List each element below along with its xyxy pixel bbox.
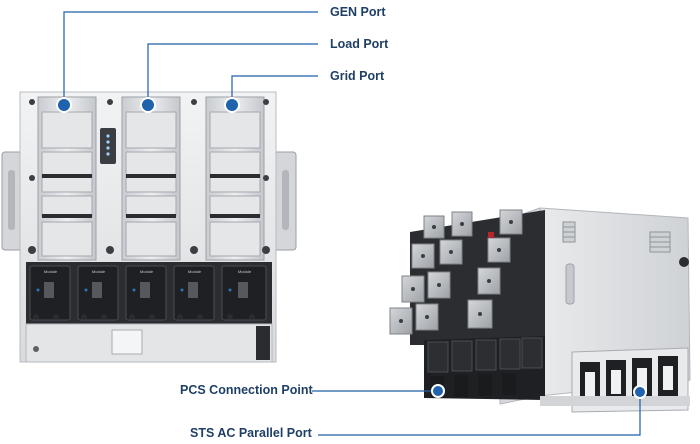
- sts-parallel-leader: [318, 392, 641, 436]
- gen-column: [37, 96, 97, 261]
- module-label: Module: [44, 269, 58, 274]
- gen-port-label: GEN Port: [330, 5, 386, 19]
- module-label: Module: [92, 269, 106, 274]
- pcs-connection-marker: [431, 384, 445, 398]
- grid-port-leader: [231, 75, 318, 105]
- module-label: Module: [188, 269, 202, 274]
- grid-port-label: Grid Port: [330, 69, 385, 83]
- gen-port-leader: [63, 11, 318, 105]
- load-port-marker: [140, 97, 156, 113]
- load-port-leader: [147, 43, 318, 105]
- grid-port-marker: [224, 97, 240, 113]
- load-column: [121, 96, 181, 261]
- module-label: Module: [140, 269, 154, 274]
- pcs-connection-point-label: PCS Connection Point: [180, 383, 313, 397]
- breaker-modules: [29, 265, 267, 321]
- sts-parallel-marker: [633, 385, 647, 399]
- load-port-label: Load Port: [330, 37, 389, 51]
- grid-column: [205, 96, 265, 261]
- sts-ac-parallel-port-label: STS AC Parallel Port: [190, 426, 312, 440]
- angled-unit: [389, 207, 691, 413]
- gen-port-marker: [56, 97, 72, 113]
- callout-markers: [56, 97, 647, 399]
- indicator-panel: [100, 128, 116, 164]
- module-label: Module: [238, 269, 252, 274]
- front-unit: Module Module Module Module Module: [1, 91, 297, 363]
